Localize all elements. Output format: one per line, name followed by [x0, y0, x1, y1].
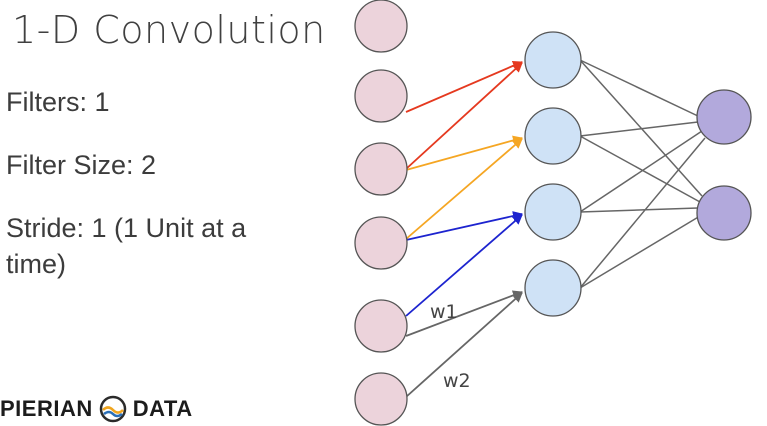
edge-blue-lower [405, 214, 523, 317]
input-node-2 [354, 69, 408, 123]
input-node-5 [354, 299, 408, 353]
weight-label-w2: w2 [443, 370, 471, 392]
wave-circle-icon [99, 395, 126, 423]
bullet-filter-size: Filter Size: 2 [6, 150, 157, 180]
edge-h1-o2 [579, 59, 703, 197]
edge-red-upper [405, 60, 523, 113]
edge-gray-upper [405, 290, 523, 337]
logo-left-text: PIERIAN [0, 396, 93, 421]
edge-gray-lower [405, 292, 523, 398]
edge-h4-o1 [579, 137, 706, 289]
edge-h3-o2 [579, 207, 699, 213]
hidden-node-4 [524, 259, 582, 317]
input-node-4 [354, 216, 408, 270]
pierian-data-logo: PIERIAN DATA [0, 392, 193, 426]
hidden-node-2 [524, 107, 582, 165]
edge-h2-o1 [579, 121, 699, 137]
weight-label-w1: w1 [430, 301, 458, 323]
input-node-1 [354, 0, 408, 53]
logo-right-text: DATA [132, 396, 193, 421]
edge-h2-o2 [579, 135, 701, 203]
input-node-3 [354, 142, 408, 196]
page-title: 1-D Convolution [12, 8, 326, 52]
edge-h1-o1 [579, 59, 701, 118]
edge-orange-upper [405, 135, 523, 171]
output-node-2 [696, 185, 752, 241]
input-node-6 [354, 372, 408, 426]
hidden-node-3 [524, 183, 582, 241]
edge-h4-o2 [579, 215, 701, 289]
edge-red-lower [405, 62, 523, 170]
bullet-stride: Stride: 1 (1 Unit at a time) [6, 213, 247, 279]
bullet-filters: Filters: 1 [6, 87, 110, 117]
output-node-1 [696, 89, 752, 145]
hidden-node-1 [524, 31, 582, 89]
edge-h3-o1 [579, 130, 703, 213]
hidden-output-edges [579, 59, 706, 289]
edge-orange-lower [405, 138, 523, 240]
edge-blue-upper [405, 211, 523, 241]
